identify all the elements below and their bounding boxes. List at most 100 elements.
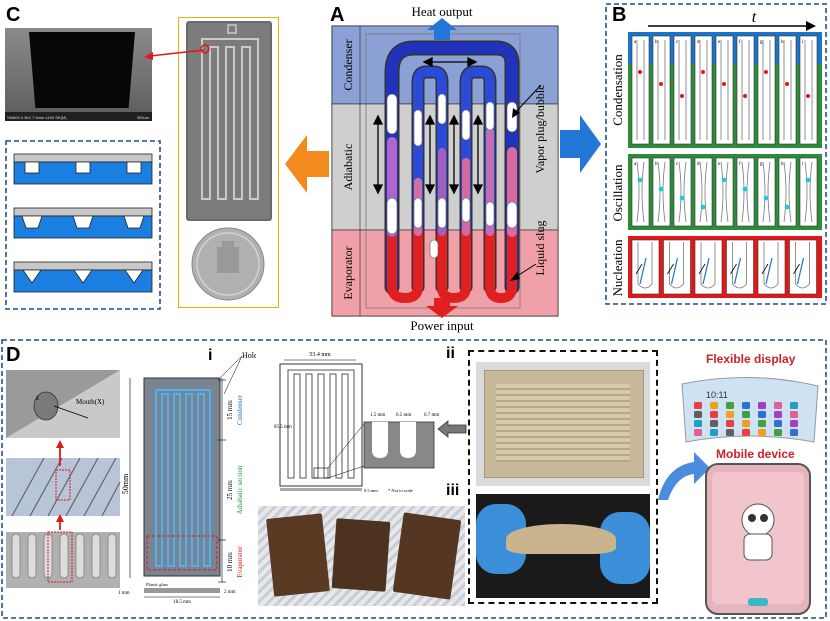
d-iii-label: iii <box>446 482 460 499</box>
oscillation-frame <box>631 157 650 227</box>
mobile-device-image <box>705 463 811 615</box>
condensation-frame <box>799 35 818 145</box>
d-05-label: 0.5 mm <box>396 413 411 418</box>
power-input-arrow <box>426 298 458 318</box>
mouth-label: Mouth(X) <box>76 398 105 406</box>
condensation-frame <box>778 35 797 145</box>
condenser-dim: 15 mm <box>226 400 234 420</box>
sem-image: SM600 0.3kV 7.5mm x150 SE(M) 300um <box>5 28 152 121</box>
condensation-frame <box>715 35 734 145</box>
condensation-frame <box>673 35 692 145</box>
nucleation-frame <box>757 239 786 295</box>
liquid-slug-label: Liquid slug <box>533 220 547 275</box>
app-icon <box>758 420 766 427</box>
frame-letter: i <box>802 162 804 167</box>
app-icon <box>710 429 718 436</box>
plastic-glass-label: Plastic glass <box>146 582 168 587</box>
php-schematic: Condenser Adiabatic Evaporator <box>331 4 559 333</box>
frame-letter: b <box>655 162 658 167</box>
condensation-frame <box>694 35 713 145</box>
oscillation-label: Oscillation <box>610 164 625 222</box>
app-icon <box>774 429 782 436</box>
condensation-frame <box>652 35 671 145</box>
time-symbol: t <box>752 9 757 26</box>
flexible-php-photos <box>468 350 658 604</box>
bent-php-photo <box>476 494 650 598</box>
app-icon <box>774 420 782 427</box>
trapezoidal-channel-profile <box>13 207 153 239</box>
nucleation-frame <box>789 239 817 295</box>
d-i-schematic: i Hole 50mm 1 mm Plastic glass 2 mm 18.5… <box>118 347 256 605</box>
app-icon <box>742 429 750 436</box>
app-icon <box>694 402 702 409</box>
panel-a-letter: A <box>330 4 345 26</box>
app-icon <box>710 420 718 427</box>
app-icon <box>790 411 798 418</box>
app-icon <box>726 411 734 418</box>
app-icon <box>742 402 750 409</box>
app-icon <box>726 420 734 427</box>
d-i-label: i <box>208 347 212 364</box>
frame-letter: a <box>634 40 637 45</box>
app-icon <box>742 420 750 427</box>
orange-arrow-left <box>285 135 329 193</box>
frame-letter: a <box>634 162 637 167</box>
cross-section-profiles <box>5 140 161 310</box>
app-icon <box>710 411 718 418</box>
panel-c-letter: C <box>6 4 21 26</box>
oscillation-frame <box>757 157 776 227</box>
condenser-section-label: Condenser <box>236 394 244 425</box>
frame-letter: h <box>781 162 784 167</box>
triangular-channel-profile <box>13 261 153 293</box>
flexible-display-label: Flexible display <box>706 352 796 366</box>
d-07-label: 0.7 mm <box>424 413 439 418</box>
app-icon <box>726 402 734 409</box>
d-05b-label: 0.5 mm <box>364 488 378 493</box>
app-icon <box>710 402 718 409</box>
frame-letter: e <box>718 162 721 167</box>
evaporator-label: Evaporator <box>341 246 355 299</box>
sem-caption-bar <box>5 112 152 121</box>
frame-letter: c <box>676 162 679 167</box>
oscillation-frame <box>736 157 755 227</box>
sem-scale: 300um <box>136 115 149 120</box>
nucleation-frame <box>663 239 691 295</box>
sem-trench <box>29 32 135 108</box>
frame-letter: d <box>697 162 700 167</box>
panel-b-letter: B <box>612 4 627 26</box>
app-icon <box>726 429 734 436</box>
frame-letter: e <box>718 40 721 45</box>
device-photo <box>186 21 272 301</box>
adiabatic-label: Adiabatic <box>341 144 355 191</box>
not-to-scale-label: * Not to scale <box>388 488 413 493</box>
h-855-label: 85.5 mm <box>274 425 292 430</box>
frame-letter: c <box>676 40 679 45</box>
fabricated-devices-photo <box>258 506 465 606</box>
app-icon <box>774 411 782 418</box>
oscillation-frame <box>652 157 671 227</box>
app-icon <box>790 420 798 427</box>
condensation-frame <box>736 35 755 145</box>
heat-output-label: Heat output <box>411 4 472 19</box>
d-ii-schematic: 53.4 mm 85.5 mm 1.5 mm 0.5 mm 0.7 mm 0.5… <box>274 345 455 493</box>
frame-letter: i <box>802 40 804 45</box>
oscillation-frame <box>799 157 818 227</box>
condensation-frame <box>757 35 776 145</box>
frame-letter: h <box>781 40 784 45</box>
blue-arrow-right <box>560 115 601 173</box>
nucleation-row <box>628 236 822 298</box>
app-icon <box>694 420 702 427</box>
magnify-marker <box>200 44 210 54</box>
svg-text:z: z <box>36 394 39 402</box>
nucleation-frame <box>726 239 754 295</box>
app-icon <box>694 411 702 418</box>
frame-letter: d <box>697 40 700 45</box>
frame-letter: g <box>760 162 763 167</box>
rectangular-channel-profile <box>13 153 153 185</box>
evaporator-dim: 10 mm <box>226 552 234 572</box>
frame-letter: g <box>760 40 763 45</box>
dim-50-label: 50mm <box>121 473 130 494</box>
hole-label: Hole <box>242 351 256 360</box>
condenser-label: Condenser <box>341 39 355 90</box>
vapor-plugs <box>386 93 518 259</box>
